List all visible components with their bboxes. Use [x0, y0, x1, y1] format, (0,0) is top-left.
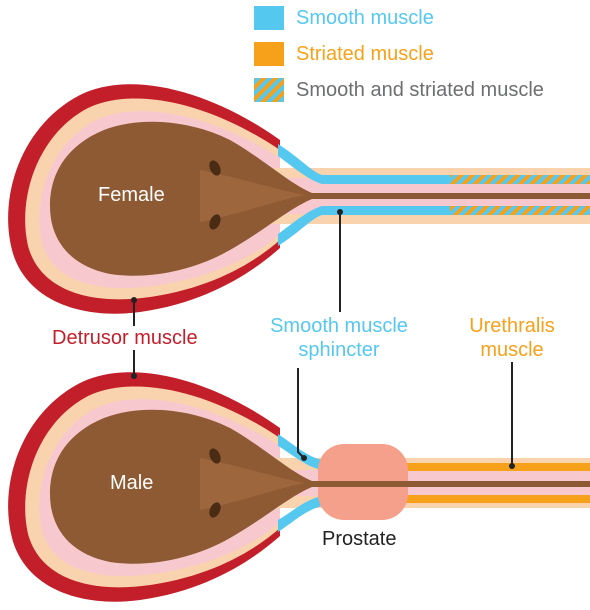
male-lumen-highlight — [200, 458, 305, 510]
legend-smooth-label: Smooth muscle — [296, 6, 434, 29]
female-lumen — [50, 121, 590, 276]
female-mixed-upper — [450, 175, 590, 184]
legend-mixed: Smooth and striated muscle — [254, 78, 544, 102]
female-mixed-lower — [450, 206, 590, 215]
female-ureter-opening-bottom — [209, 214, 221, 230]
legend-swatch-smooth — [254, 6, 284, 30]
legend-swatch-striated — [254, 42, 284, 66]
sphincter-dot-male — [301, 455, 307, 461]
urethralis-label: Urethralis muscle — [444, 314, 580, 362]
sphincter-label: Smooth muscle sphincter — [254, 314, 424, 362]
detrusor-dot-top — [131, 297, 137, 303]
male-sphincter-lower — [278, 496, 330, 532]
legend-striated: Striated muscle — [254, 42, 434, 66]
male-ureter-opening-bottom — [209, 502, 221, 518]
sphincter-label-line2: sphincter — [298, 339, 380, 361]
legend-mixed-label: Smooth and striated muscle — [296, 78, 544, 101]
legend-swatch-mixed — [254, 78, 284, 102]
male-bladder — [8, 372, 590, 602]
urethralis-dot — [509, 463, 515, 469]
sphincter-leader-male — [297, 368, 305, 459]
male-lumen — [50, 409, 590, 564]
urethralis-label-line2: muscle — [480, 339, 544, 361]
male-urethralis-upper — [400, 463, 590, 471]
legend-smooth: Smooth muscle — [254, 6, 434, 30]
urethralis-label-line1: Urethralis — [469, 315, 555, 337]
prostate-label: Prostate — [322, 528, 397, 550]
male-label: Male — [110, 472, 154, 494]
female-bladder — [8, 84, 590, 314]
male-urethralis-lower — [400, 495, 590, 503]
male-sphincter-upper — [278, 434, 330, 470]
legend-striated-label: Striated muscle — [296, 42, 434, 65]
leader-dots — [131, 209, 515, 469]
female-ureter-opening-top — [209, 160, 221, 176]
female-lumen-highlight — [200, 170, 305, 222]
detrusor-label: Detrusor muscle — [52, 327, 198, 349]
female-label: Female — [98, 184, 165, 206]
detrusor-dot-bottom — [131, 373, 137, 379]
male-ureter-opening-top — [209, 448, 221, 464]
sphincter-dot-female — [337, 209, 343, 215]
sphincter-label-line1: Smooth muscle — [270, 315, 408, 337]
